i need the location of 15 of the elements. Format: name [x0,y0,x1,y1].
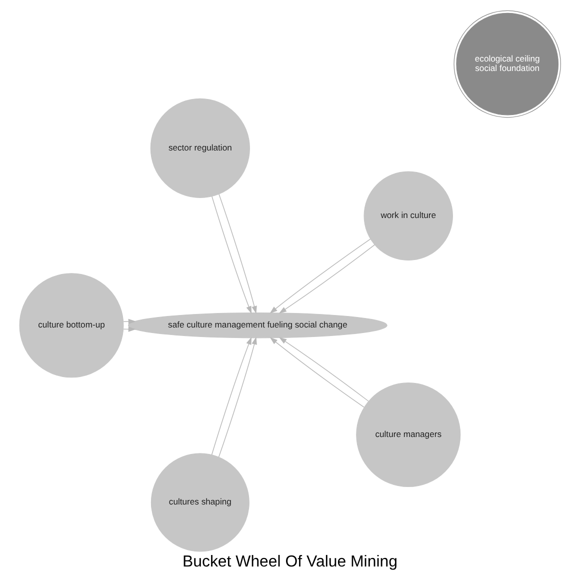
arrow [270,337,364,408]
node-circle: culture bottom-up [19,273,124,378]
arrow [212,196,252,314]
arrow [123,318,136,324]
arrow [270,238,371,314]
node-circle: sector regulation [150,98,250,198]
arrow [279,337,369,402]
arrow [278,244,376,314]
arrow [218,336,257,458]
arrow [211,337,252,456]
diagram-title: Bucket Wheel Of Value Mining [182,554,398,571]
node-circle: cultures shaping [150,453,250,552]
node-circle: work in culture [364,171,453,260]
arrow [218,194,257,314]
node-circle: culture managers [356,382,461,488]
